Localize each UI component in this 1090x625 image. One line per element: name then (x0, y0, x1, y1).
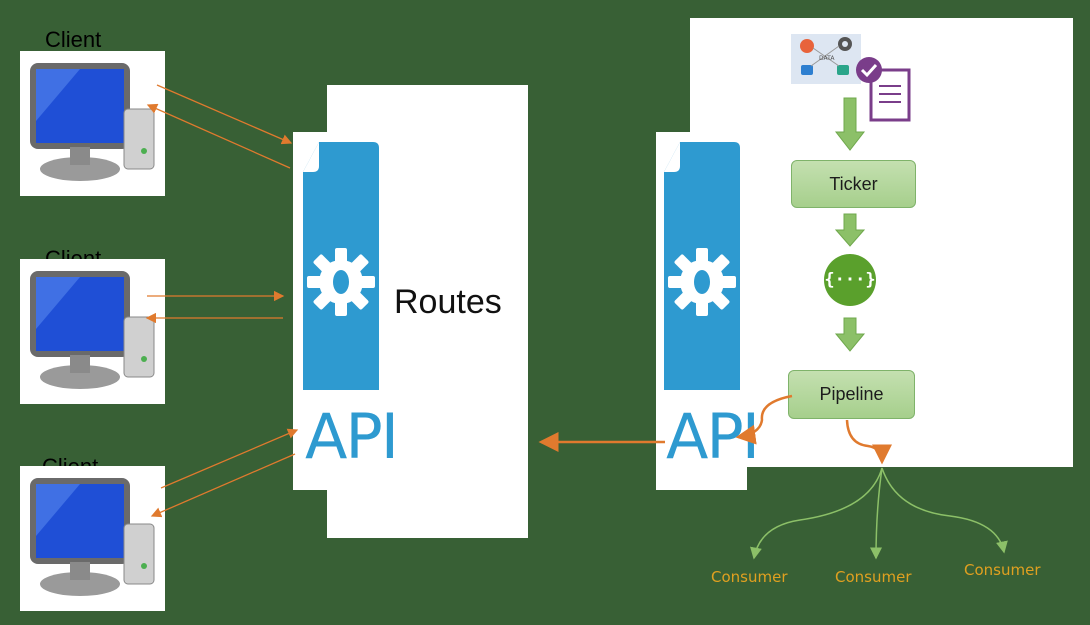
pipeline-to-api-arrow (735, 394, 793, 445)
response-arrow-1 (146, 103, 291, 169)
request-arrow-3 (160, 428, 299, 489)
response-arrow-3 (150, 453, 296, 518)
json-icon: {···} (824, 254, 876, 306)
flow-arrow-2 (834, 213, 866, 247)
consumer-branch-2 (870, 467, 883, 560)
api-icon (664, 142, 740, 390)
ticker-box: Ticker (791, 160, 916, 208)
pipeline-down-arrow (845, 419, 892, 465)
consumer-label-3: Consumer (964, 561, 1041, 579)
data-source-icon: DATA (791, 32, 913, 124)
client-computer-1 (20, 51, 165, 196)
api-document-left: API (293, 132, 399, 490)
computer-icon (30, 478, 155, 596)
consumer-branch-3 (881, 467, 1008, 554)
flow-arrow-1 (834, 97, 866, 151)
api-label-left: API (305, 400, 399, 473)
client-computer-2 (20, 259, 165, 404)
pipeline-label: Pipeline (819, 384, 884, 404)
request-arrow-1 (156, 84, 293, 145)
ticker-label: Ticker (829, 174, 878, 194)
consumer-label-2: Consumer (835, 568, 912, 586)
data-icon-text: DATA (819, 55, 835, 62)
computer-icon (30, 63, 155, 181)
client-label-1: Client (45, 27, 102, 52)
api-icon (303, 142, 379, 390)
consumer-label-1: Consumer (711, 568, 788, 586)
api-document-right: API (656, 132, 760, 490)
flow-arrow-3 (834, 317, 866, 352)
routes-label: Routes (394, 283, 502, 321)
json-icon-text: {···} (824, 270, 876, 290)
pipeline-box: Pipeline (788, 370, 915, 419)
consumer-branch-1 (750, 467, 883, 560)
computer-icon (30, 271, 155, 389)
client-computer-3 (20, 466, 165, 611)
